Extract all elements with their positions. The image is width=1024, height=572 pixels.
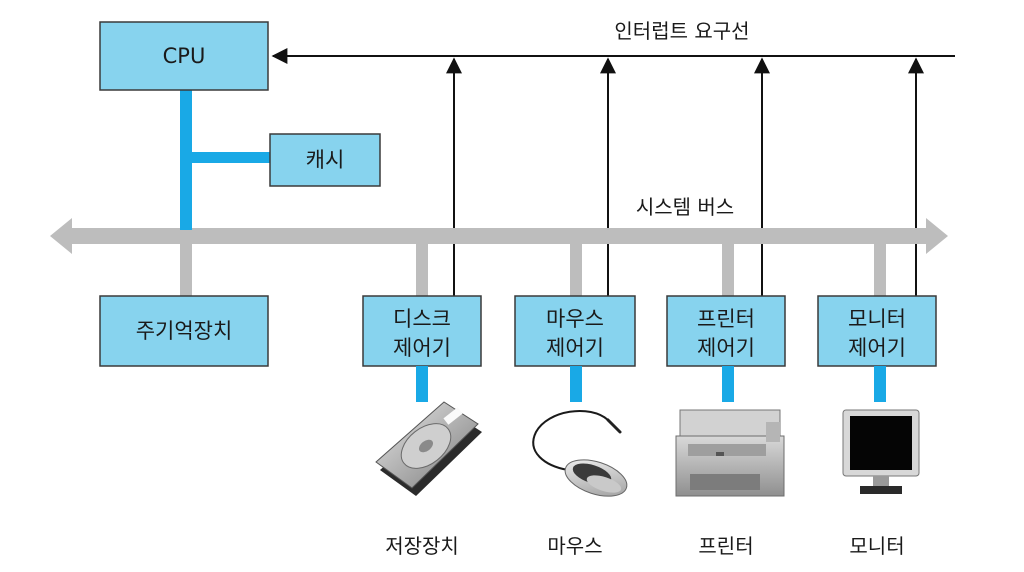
- interrupt-line-label: 인터럽트 요구선: [614, 19, 749, 43]
- storage-device-label: 저장장치: [385, 534, 459, 558]
- printer-controller-box: 프린터 제어기: [666, 295, 786, 367]
- mouse-controller-label-line2: 제어기: [546, 336, 604, 360]
- main-memory-box: 주기억장치: [99, 295, 269, 367]
- cache-label: 캐시: [306, 148, 345, 172]
- printer-icon: [675, 409, 785, 497]
- printer-device-label: 프린터: [698, 534, 753, 558]
- cpu-label: CPU: [163, 44, 206, 68]
- printer-controller-label-line2: 제어기: [697, 336, 755, 360]
- main-memory-label: 주기억장치: [136, 319, 233, 343]
- mouse-icon: [532, 409, 628, 497]
- disk-controller-label-line2: 제어기: [393, 336, 451, 360]
- interrupt-request-line: [271, 48, 955, 296]
- mouse-controller-box: 마우스 제어기: [514, 295, 636, 367]
- system-bus: [50, 218, 948, 254]
- disk-controller-label-line1: 디스크: [393, 307, 451, 331]
- monitor-icon: [842, 409, 920, 494]
- system-bus-label: 시스템 버스: [636, 195, 734, 219]
- mouse-controller-label-line1: 마우스: [546, 307, 604, 331]
- mouse-device-label: 마우스: [547, 534, 602, 558]
- hard-disk-icon: [375, 401, 482, 496]
- cpu-bus-link: [180, 90, 272, 230]
- monitor-controller-box: 모니터 제어기: [817, 295, 937, 367]
- cpu-box: CPU: [99, 21, 269, 91]
- device-links: [416, 366, 886, 402]
- monitor-controller-label-line2: 제어기: [848, 336, 906, 360]
- cache-box: 캐시: [269, 133, 381, 187]
- disk-controller-box: 디스크 제어기: [362, 295, 482, 367]
- monitor-device-label: 모니터: [849, 534, 904, 558]
- printer-controller-label-line1: 프린터: [697, 307, 755, 331]
- monitor-controller-label-line1: 모니터: [848, 307, 906, 331]
- bus-connectors: [180, 240, 886, 298]
